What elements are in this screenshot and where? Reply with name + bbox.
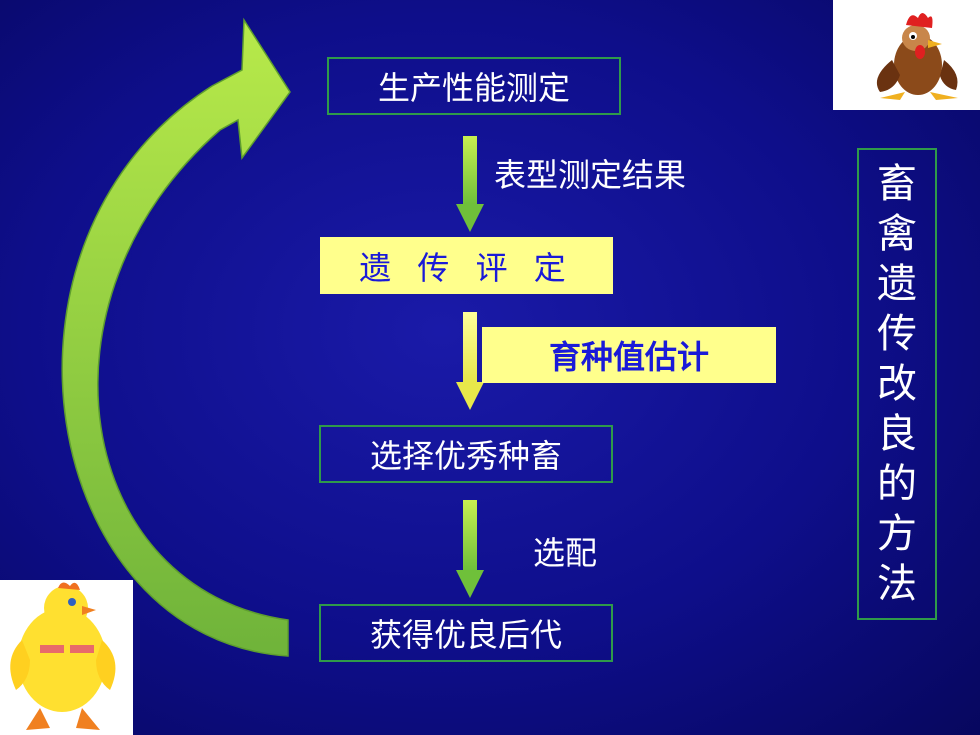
side-title-char: 方 (877, 511, 917, 557)
side-title-char: 畜 (877, 161, 917, 207)
side-title-char: 传 (877, 311, 917, 357)
side-title-char: 的 (877, 461, 917, 507)
side-title-char: 禽 (877, 211, 917, 257)
step-performance-test-label: 生产性能测定 (377, 69, 570, 107)
step-select-breeders: 选择优秀种畜 (319, 425, 613, 483)
arrow-down-1 (456, 136, 484, 232)
step-performance-test: 生产性能测定 (327, 57, 621, 115)
step-offspring-label: 获得优良后代 (369, 616, 562, 654)
note-mating: 选配 (533, 534, 598, 572)
side-title-char: 法 (877, 561, 917, 607)
step-offspring: 获得优良后代 (319, 604, 613, 662)
breeding-value-estimate-box: 育种值估计 (482, 327, 776, 383)
rooster-icon (876, 13, 958, 100)
step-genetic-evaluation: 遗 传 评 定 (320, 237, 613, 294)
step-select-breeders-label: 选择优秀种畜 (369, 437, 562, 475)
step-genetic-evaluation-label: 遗 传 评 定 (359, 248, 574, 287)
breeding-value-estimate-label: 育种值估计 (548, 338, 709, 376)
cycle-arrow (61, 17, 291, 657)
note-phenotype-result: 表型测定结果 (494, 156, 687, 194)
chicken-mascot-icon (10, 582, 116, 730)
arrow-down-2 (456, 312, 484, 410)
side-title-char: 遗 (877, 261, 917, 307)
side-title-char: 良 (877, 411, 917, 457)
side-title-char: 改 (877, 361, 917, 407)
side-title: 畜 禽 遗 传 改 良 的 方 法 (857, 148, 937, 620)
arrow-down-3 (456, 500, 484, 598)
